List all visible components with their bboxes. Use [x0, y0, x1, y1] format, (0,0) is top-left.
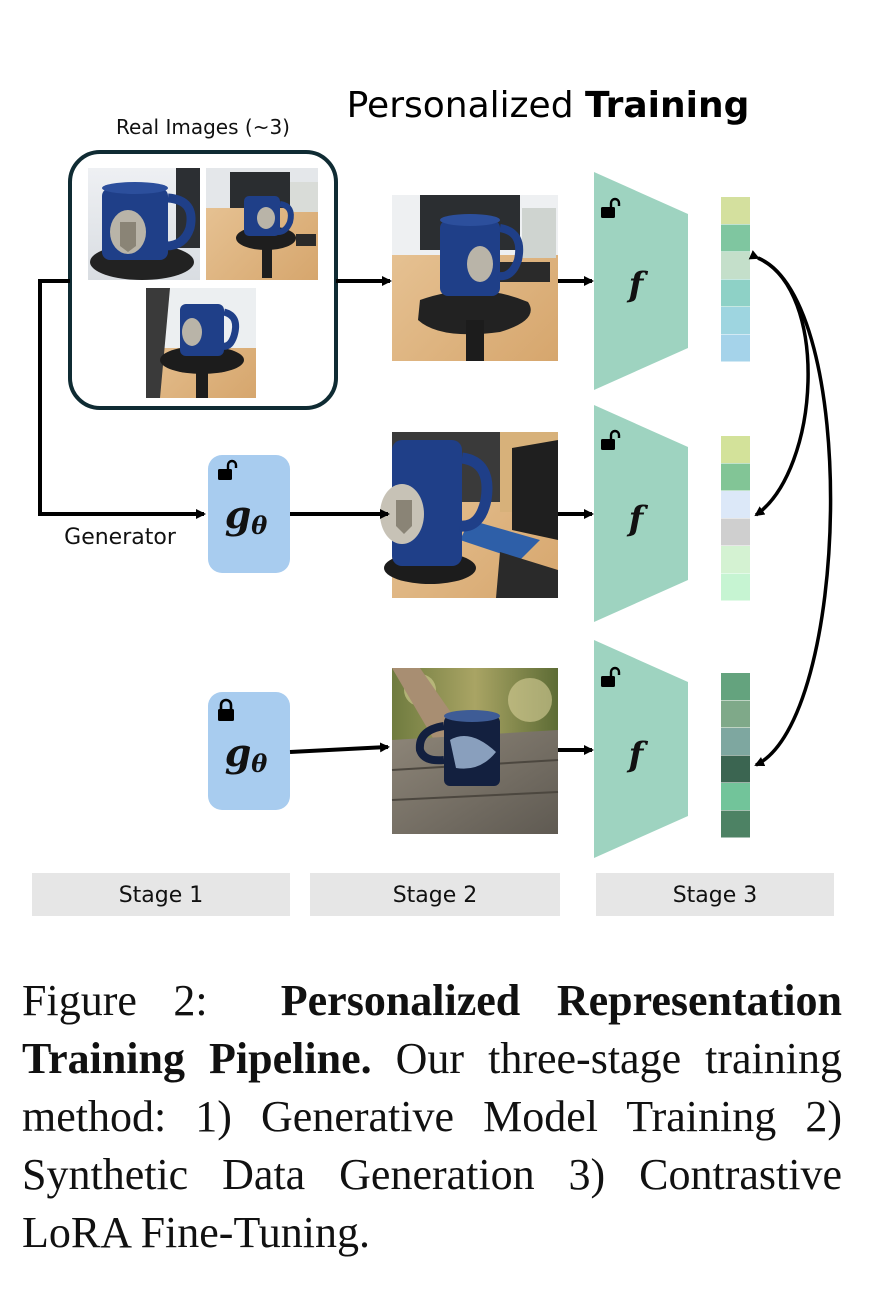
svg-text:gθ: gθ [225, 492, 268, 540]
pipeline-figure: Personalized Training Real Images (~3) [32, 85, 834, 916]
unlock-icon [601, 429, 621, 450]
embedding-cell [721, 491, 750, 518]
figure-caption: Figure 2: Personalized Representation Tr… [22, 972, 842, 1262]
embedding-cell [721, 573, 750, 601]
encoder-3: f [594, 640, 688, 858]
generator-symbol: g [225, 492, 252, 537]
real-photo-3 [146, 288, 256, 398]
stage-2-label: Stage 2 [393, 883, 478, 908]
encoder-2: f [594, 405, 688, 622]
embedding-cell [721, 518, 750, 546]
generator-trainable: gθ [208, 455, 290, 573]
embedding-cell [721, 436, 750, 463]
generator-label: Generator [64, 525, 177, 550]
embedding-stack-real [721, 197, 750, 362]
generator-frozen: gθ [208, 692, 290, 810]
embedding-cell [721, 546, 750, 573]
encoder-symbol: f [627, 499, 649, 539]
embedding-cell [721, 334, 750, 362]
unlock-icon [218, 459, 238, 480]
real-photo-1 [88, 168, 200, 280]
encoder-1: f [594, 172, 688, 390]
encoder-symbol: f [627, 265, 649, 305]
embedding-cell [721, 728, 750, 755]
stage2-photo-2 [380, 432, 558, 598]
embedding-cell [721, 673, 750, 700]
stage-1-label: Stage 1 [119, 883, 204, 908]
encoder-symbol: f [627, 735, 649, 775]
embedding-cell [721, 307, 750, 334]
lock-icon [218, 698, 234, 721]
stage-3-label: Stage 3 [673, 883, 758, 908]
title-bold: Training [585, 85, 749, 126]
embedding-cell [721, 197, 750, 224]
generator-subscript: θ [251, 511, 267, 540]
embedding-cell [721, 463, 750, 491]
caption-label: Figure 2: [22, 976, 208, 1025]
stage-1-bar: Stage 1 [32, 873, 290, 916]
embedding-cell [721, 810, 750, 838]
generator-subscript: θ [251, 749, 267, 778]
generator-symbol: g [225, 730, 252, 775]
real-images-label: Real Images (~3) [116, 115, 290, 139]
embedding-cell [721, 279, 750, 307]
stage2-photo-1 [392, 195, 558, 361]
embedding-stack-negative [721, 673, 750, 838]
stage-2-bar: Stage 2 [310, 873, 560, 916]
arrow-real-to-generator [38, 279, 206, 519]
embedding-cell [721, 783, 750, 810]
figure-title: Personalized Training [347, 85, 750, 126]
embedding-stack-synthetic-positive [721, 436, 750, 601]
title-normal: Personalized [347, 85, 574, 126]
unlock-icon [601, 197, 621, 218]
embedding-cell [721, 700, 750, 728]
arrow-generator-to-photo-3 [289, 742, 390, 754]
contrastive-arrow-negative [754, 256, 833, 767]
caption-text: Our three-stage training method: 1) Gene… [22, 1034, 842, 1257]
unlock-icon [601, 666, 621, 687]
embedding-cell [721, 755, 750, 783]
stage2-photo-3 [391, 668, 559, 834]
stage-3-bar: Stage 3 [596, 873, 834, 916]
contrastive-arrow-positive [748, 250, 810, 517]
embedding-cell [721, 224, 750, 252]
svg-text:gθ: gθ [225, 730, 268, 778]
embedding-cell [721, 252, 750, 279]
caption-bold: Personalized Representation Training Pip… [22, 976, 842, 1083]
real-photo-2 [206, 168, 318, 280]
